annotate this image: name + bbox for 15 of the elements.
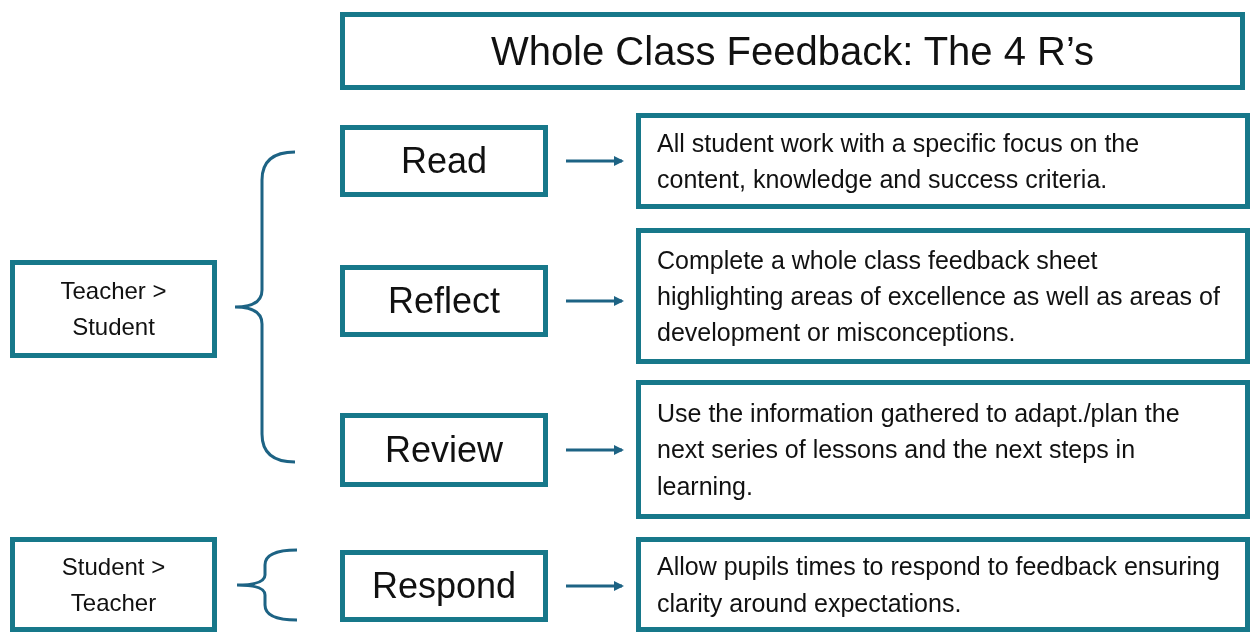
description-box: Complete a whole class feedback sheet highlighting areas of excellence as well as areas of development or misconceptions. [636, 228, 1250, 364]
step-box: Review [340, 413, 548, 487]
role-box: Teacher > Student [10, 260, 217, 358]
description-box: All student work with a specific focus on the content, knowledge and success criteria. [636, 113, 1250, 209]
role-box: Student > Teacher [10, 537, 217, 632]
description-box: Use the information gathered to adapt./plan the next series of lessons and the next steps in learning. [636, 380, 1250, 519]
step-box: Read [340, 125, 548, 197]
description-box: Allow pupils times to respond to feedback ensuring clarity around expectations. [636, 537, 1250, 632]
arrow [566, 296, 624, 306]
step-box: Respond [340, 550, 548, 622]
arrow [566, 445, 624, 455]
step-box: Reflect [340, 265, 548, 337]
title: Whole Class Feedback: The 4 R’s [340, 12, 1245, 90]
arrow [566, 581, 624, 591]
arrow [566, 156, 624, 166]
